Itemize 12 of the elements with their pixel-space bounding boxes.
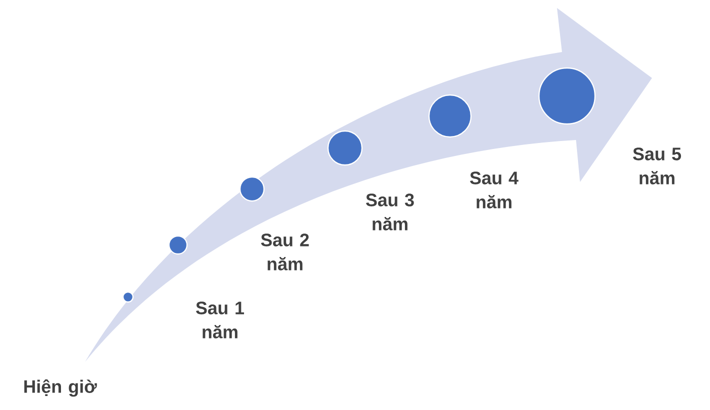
milestone-label: Sau 2 năm: [261, 234, 309, 270]
milestone-label: Hiện giờ: [24, 379, 97, 397]
timeline-dot: [428, 94, 472, 138]
timeline-dot: [168, 235, 188, 255]
milestone-label: Sau 3 năm: [366, 194, 414, 230]
timeline-dot: [239, 176, 265, 202]
timeline-dot: [538, 67, 596, 125]
timeline-dot: [327, 130, 363, 166]
timeline-dot: [122, 291, 134, 303]
milestone-label: Sau 4 năm: [470, 172, 518, 208]
milestone-label: Sau 1 năm: [196, 302, 244, 338]
milestone-label: Sau 5 năm: [633, 148, 682, 184]
